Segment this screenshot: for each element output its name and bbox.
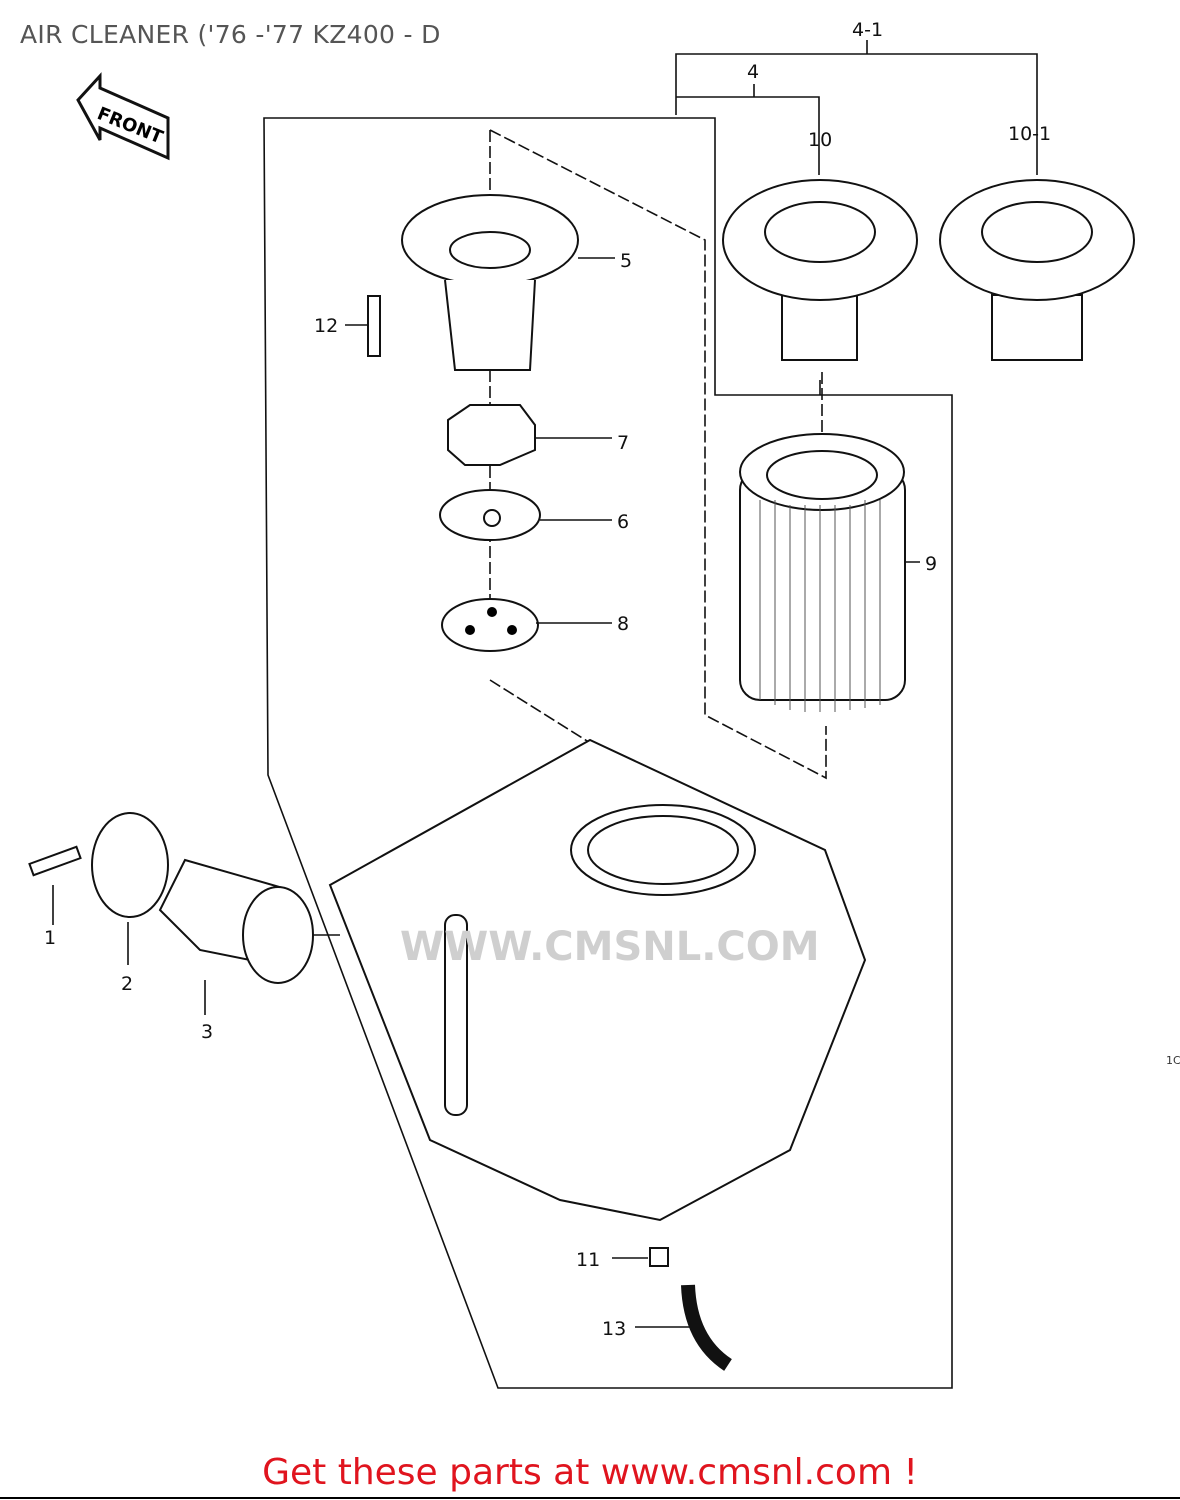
nut-part [649,1247,669,1267]
page-title: AIR CLEANER ('76 -'77 KZ400 - D [20,20,441,49]
filter-element-part [739,433,906,712]
callout-10-1: 10-1 [1008,123,1051,145]
plate-part [441,598,539,652]
clamp-part [91,812,169,918]
callout-13: 13 [602,1318,626,1340]
air-box-part [328,738,867,1222]
intake-duct-part [158,858,314,984]
group-outline [263,117,953,1389]
callout-4-1: 4-1 [852,19,883,41]
callout-11: 11 [576,1249,600,1271]
element-cap-part [722,179,918,361]
element-cap-alt-part [939,179,1135,361]
callout-10: 10 [808,129,832,151]
callout-12: 12 [314,315,338,337]
damper-part [447,404,536,466]
callout-8: 8 [617,613,629,635]
bolt-top-part [367,295,381,357]
callout-2: 2 [121,973,133,995]
bottom-divider [0,1497,1180,1499]
drain-hose-part [681,1284,733,1371]
edge-fragment: 1C [1166,1054,1180,1067]
callout-9: 9 [925,553,937,575]
watermark: WWW.CMSNL.COM [400,924,820,970]
callout-6: 6 [617,511,629,533]
callout-1: 1 [44,927,56,949]
callout-3: 3 [201,1021,213,1043]
assembly-bracket [675,40,1038,150]
callout-5: 5 [620,250,632,272]
cover-part [401,194,579,371]
front-arrow-icon: FRONT [76,72,170,161]
promo-link[interactable]: Get these parts at www.cmsnl.com ! [262,1452,918,1493]
holder-part [439,489,541,541]
callout-7: 7 [617,432,629,454]
callout-4: 4 [747,61,759,83]
bolt-part [28,845,82,877]
